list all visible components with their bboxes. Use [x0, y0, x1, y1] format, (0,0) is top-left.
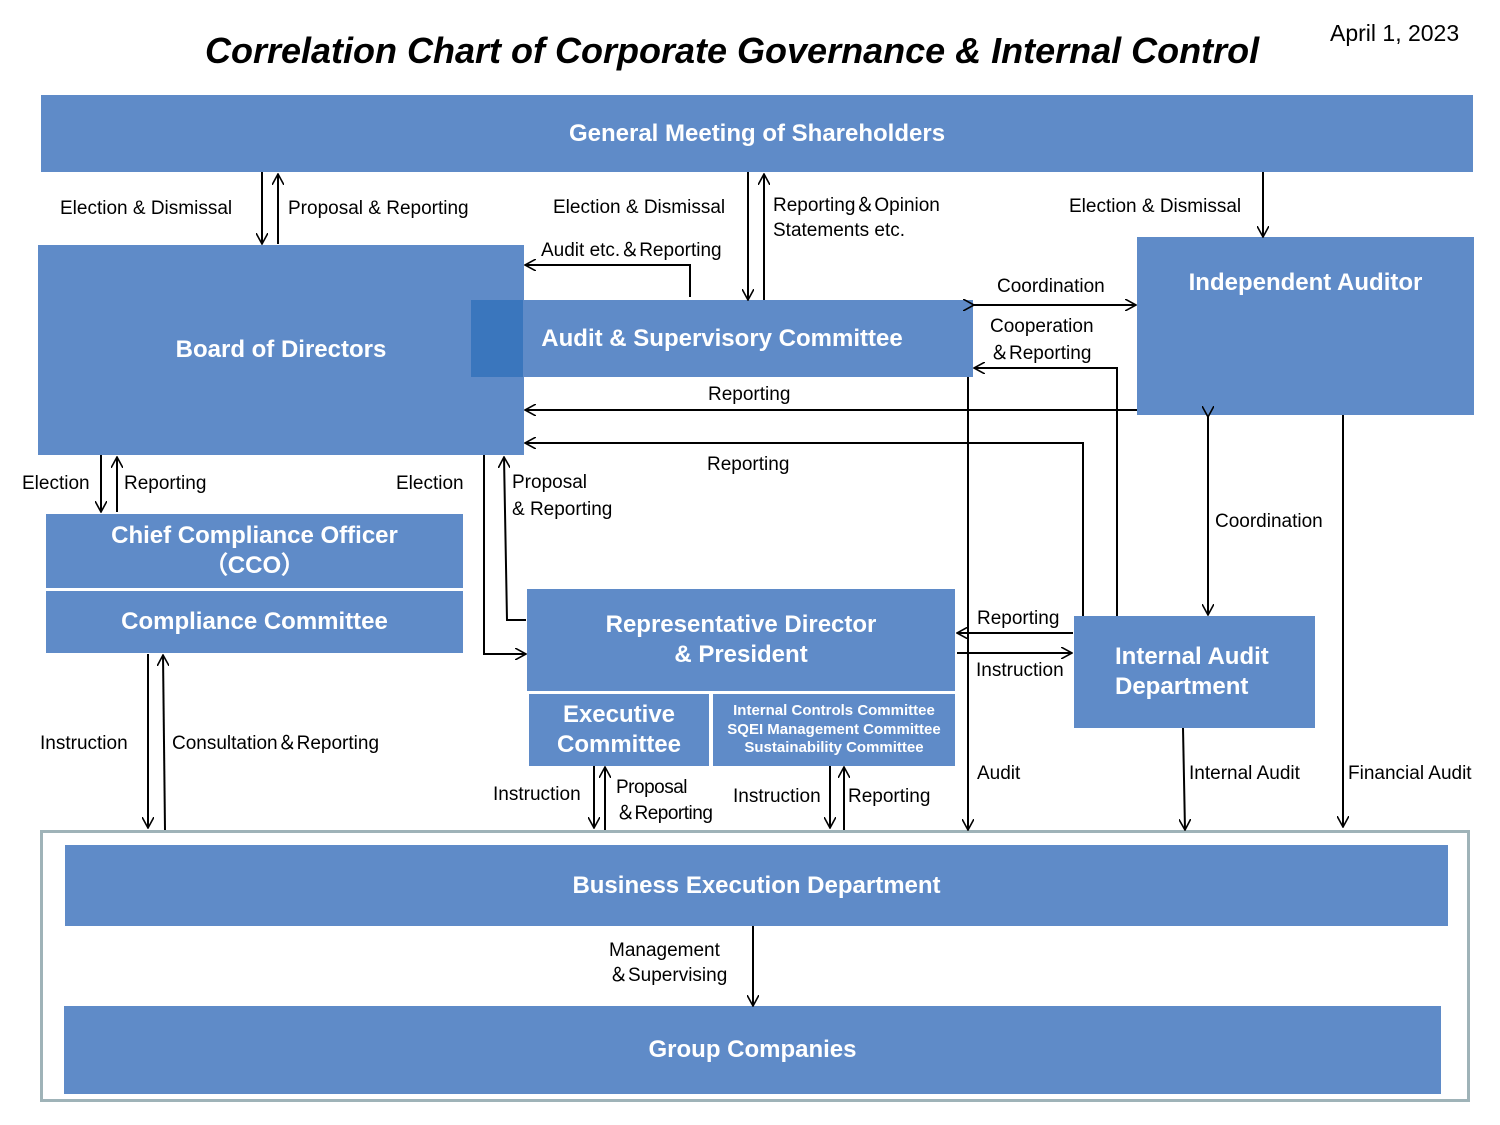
committees-box: Internal Controls Committee SQEI Managem…: [713, 694, 955, 766]
label-instruction-2: Instruction: [40, 733, 128, 754]
internal-audit-box: Internal Audit Department: [1074, 616, 1315, 728]
arrow-internal-audit: [1183, 727, 1185, 830]
rep-director-label: Representative Director & President: [605, 611, 877, 668]
label-proposal-reporting-2: Proposal & Reporting: [512, 472, 613, 520]
arrow-election-rep: [483, 455, 526, 654]
label-election-dismissal-1: Election & Dismissal: [60, 198, 233, 219]
label-audit: Audit: [977, 763, 1021, 784]
label-proposal-reporting-1: Proposal & Reporting: [288, 198, 469, 219]
board-box: Board of Directors: [38, 245, 524, 455]
executive-committee-box: Executive Committee: [529, 694, 709, 766]
compliance-committee-label: Compliance Committee: [121, 608, 388, 635]
label-audit-reporting: Audit etc.＆Reporting: [541, 240, 722, 261]
rep-director-box: Representative Director & President: [527, 589, 955, 691]
cco-box: Chief Compliance Officer （CCO）: [46, 514, 463, 588]
label-consultation-reporting: Consultation＆Reporting: [172, 733, 380, 754]
label-cooperation-reporting: Cooperation ＆Reporting: [990, 316, 1094, 364]
label-coordination-1: Coordination: [997, 276, 1105, 297]
independent-auditor-box: Independent Auditor: [1137, 237, 1474, 415]
group-companies-box: Group Companies: [64, 1006, 1441, 1094]
label-reporting-4: Reporting: [977, 608, 1060, 629]
compliance-committee-box: Compliance Committee: [46, 591, 463, 653]
arrow-reporting-internal-board: [525, 443, 1084, 616]
business-execution-label: Business Execution Department: [572, 871, 941, 899]
label-coordination-2: Coordination: [1215, 511, 1323, 532]
label-reporting-5: Reporting: [848, 786, 931, 807]
label-instruction-1: Instruction: [976, 660, 1064, 681]
group-companies-label: Group Companies: [648, 1036, 857, 1063]
business-frame: [40, 830, 1470, 1102]
internal-audit-label: Internal Audit Department: [1115, 643, 1269, 700]
arrow-proposal-board: [504, 457, 526, 621]
arrow-audit-reporting-board: [525, 265, 691, 297]
business-execution-box: Business Execution Department: [65, 845, 1448, 926]
label-financial-audit: Financial Audit: [1348, 763, 1472, 784]
shareholders-box: General Meeting of Shareholders: [41, 95, 1473, 172]
label-election-2: Election: [396, 473, 464, 494]
cco-label: Chief Compliance Officer （CCO）: [111, 522, 398, 579]
label-reporting-opinion: Reporting＆Opinion Statements etc.: [773, 195, 940, 241]
committees-label: Internal Controls Committee SQEI Managem…: [727, 701, 941, 757]
label-proposal-reporting-3: Proposal ＆Reporting: [616, 777, 713, 824]
independent-auditor-label: Independent Auditor: [1188, 269, 1423, 296]
audit-committee-box: Audit & Supervisory Committee: [471, 300, 973, 377]
label-management-supervising: Management ＆Supervising: [609, 940, 728, 986]
label-instruction-4: Instruction: [733, 786, 821, 807]
chart-title: Correlation Chart of Corporate Governanc…: [205, 30, 1260, 71]
audit-committee-label: Audit & Supervisory Committee: [541, 324, 903, 352]
shareholders-label: General Meeting of Shareholders: [568, 119, 946, 147]
label-internal-audit: Internal Audit: [1189, 763, 1300, 784]
arrow-cooperation-reporting: [974, 368, 1118, 616]
board-audit-overlap: [471, 300, 523, 377]
label-election-1: Election: [22, 473, 90, 494]
chart-date: April 1, 2023: [1330, 20, 1460, 46]
executive-committee-label: Executive Committee: [556, 701, 682, 758]
label-reporting-2: Reporting: [707, 454, 790, 475]
arrow-consultation-compliance: [163, 655, 165, 831]
label-instruction-3: Instruction: [493, 784, 581, 805]
label-reporting-1: Reporting: [708, 384, 791, 405]
label-election-dismissal-2: Election & Dismissal: [553, 197, 726, 218]
label-reporting-3: Reporting: [124, 473, 207, 494]
label-election-dismissal-3: Election & Dismissal: [1069, 196, 1242, 217]
board-label: Board of Directors: [175, 336, 387, 363]
